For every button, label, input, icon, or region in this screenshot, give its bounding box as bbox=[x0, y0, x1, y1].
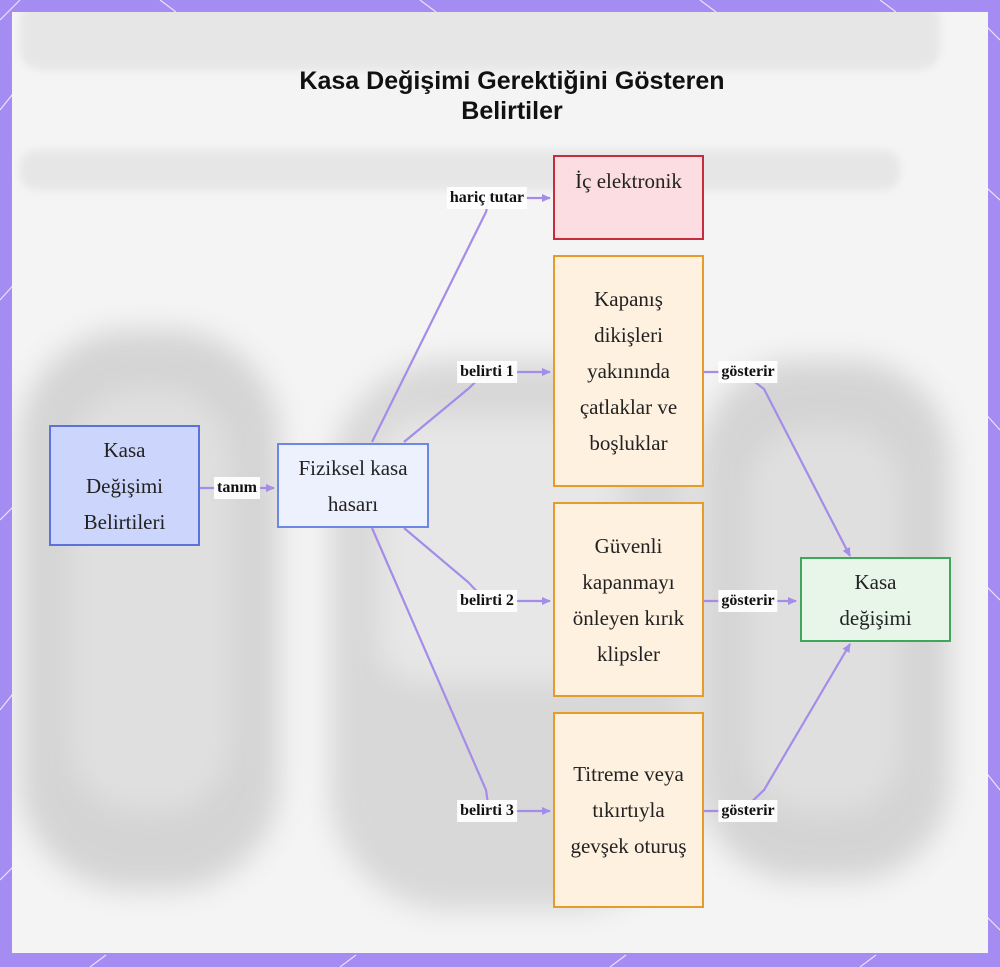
edge-shows-3 bbox=[704, 643, 851, 813]
node-broken-clips: Güvenli kapanmayı önleyen kırık klipsler bbox=[553, 502, 704, 697]
node-case-replacement-label: Kasa değişimi bbox=[839, 569, 912, 630]
node-case-replacement-symptoms: Kasa Değişimi Belirtileri bbox=[49, 425, 200, 546]
node-physical-case-damage: Fiziksel kasa hasarı bbox=[277, 443, 429, 528]
edge-label-symptom-3: belirti 3 bbox=[457, 800, 517, 822]
node-cracks-and-gaps: Kapanış dikişleri yakınında çatlaklar ve… bbox=[553, 255, 704, 487]
node-loose-fit: Titreme veya tıkırtıyla gevşek oturuş bbox=[553, 712, 704, 908]
node-loose-fit-label: Titreme veya tıkırtıyla gevşek oturuş bbox=[570, 762, 687, 858]
edge-label-shows-3: gösterir bbox=[718, 800, 778, 822]
node-cracks-and-gaps-label: Kapanış dikişleri yakınında çatlaklar ve… bbox=[579, 287, 678, 455]
node-broken-clips-label: Güvenli kapanmayı önleyen kırık klipsler bbox=[572, 533, 685, 666]
title-line-1: Kasa Değişimi Gerektiğini Gösteren bbox=[299, 67, 725, 95]
edge-label-symptom-1: belirti 1 bbox=[457, 361, 517, 383]
edge-label-excludes: hariç tutar bbox=[446, 187, 528, 209]
node-internal-electronics: İç elektronik bbox=[553, 155, 704, 240]
title-line-2: Belirtiler bbox=[461, 97, 563, 125]
node-physical-case-damage-label: Fiziksel kasa hasarı bbox=[298, 455, 408, 516]
edge-symptom-3 bbox=[370, 527, 551, 815]
edge-excludes bbox=[371, 194, 551, 443]
node-case-replacement-symptoms-label: Kasa Değişimi Belirtileri bbox=[83, 437, 166, 534]
node-case-replacement: Kasa değişimi bbox=[800, 557, 951, 642]
edge-shows-1 bbox=[704, 370, 851, 557]
edge-label-shows-1: gösterir bbox=[718, 361, 778, 383]
edge-label-shows-2: gösterir bbox=[718, 590, 778, 612]
edge-label-definition: tanım bbox=[214, 477, 260, 499]
edge-label-symptom-2: belirti 2 bbox=[457, 590, 517, 612]
node-internal-electronics-label: İç elektronik bbox=[575, 169, 682, 193]
diagram-title: Kasa Değişimi Gerektiğini Gösteren Belir… bbox=[212, 66, 812, 126]
